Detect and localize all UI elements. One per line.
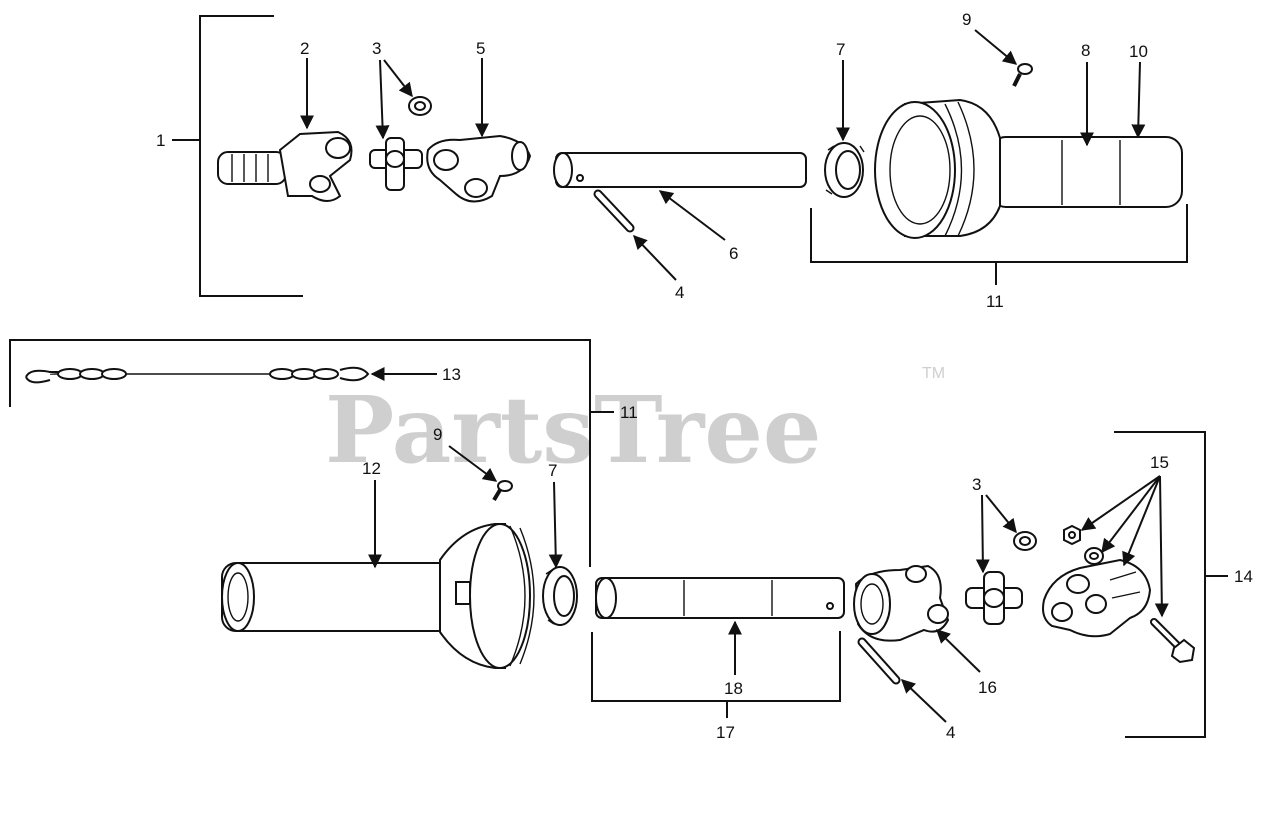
part-16-yoke bbox=[853, 564, 950, 642]
leader-4a bbox=[633, 234, 677, 281]
leader-3a-cross bbox=[375, 59, 390, 140]
part-15-nut-a bbox=[1063, 524, 1081, 546]
part-7b-bearing-ring bbox=[542, 566, 578, 626]
leader-16 bbox=[935, 629, 981, 673]
leader-3b-cross bbox=[975, 494, 990, 574]
part-7-bearing-ring bbox=[824, 142, 865, 198]
callout-14: 14 bbox=[1234, 567, 1253, 586]
part-3-ring bbox=[408, 96, 432, 116]
callout-17: 17 bbox=[716, 723, 735, 742]
part-18-outer-tube bbox=[595, 577, 845, 619]
callout-9a: 9 bbox=[962, 10, 971, 29]
callout-1: 1 bbox=[156, 131, 165, 150]
leader-9b bbox=[448, 445, 498, 482]
leader-15-bolt bbox=[1154, 475, 1169, 618]
callout-11a: 11 bbox=[986, 292, 1004, 311]
bracket-group-11b bbox=[9, 339, 591, 567]
part-15-yoke-assembly bbox=[1042, 558, 1152, 638]
callout-13: 13 bbox=[442, 365, 461, 384]
bracket-group-17 bbox=[591, 631, 841, 702]
part-2-splined-yoke bbox=[217, 130, 353, 202]
part-13-chain bbox=[25, 366, 370, 384]
part-3b-ring bbox=[1013, 531, 1037, 551]
callout-2: 2 bbox=[300, 39, 309, 58]
part-8-outer-shield bbox=[874, 98, 1183, 239]
callout-3b: 3 bbox=[972, 475, 981, 494]
leader-15-nut-a bbox=[1080, 475, 1161, 531]
callout-6: 6 bbox=[729, 244, 738, 263]
callout-16: 16 bbox=[978, 678, 997, 697]
part-9-screw bbox=[1012, 63, 1033, 87]
leader-6 bbox=[658, 190, 726, 241]
part-4b-roll-pin bbox=[857, 637, 901, 685]
callout-18: 18 bbox=[724, 679, 743, 698]
callout-8: 8 bbox=[1081, 41, 1090, 60]
watermark-trademark: TM bbox=[922, 365, 945, 382]
part-3b-cross-bearing bbox=[965, 571, 1023, 625]
leader-3b-ring bbox=[985, 494, 1017, 534]
leader-9a bbox=[974, 29, 1018, 65]
part-4-roll-pin bbox=[593, 189, 635, 233]
leader-3a-ring bbox=[383, 59, 413, 98]
part-5-yoke bbox=[426, 134, 532, 203]
watermark: PartsTree TM bbox=[325, 365, 945, 484]
bracket-group-1 bbox=[199, 15, 303, 297]
callout-5: 5 bbox=[476, 39, 485, 58]
part-12-outer-shield bbox=[221, 523, 535, 669]
callout-15: 15 bbox=[1150, 453, 1169, 472]
leader-15-nut-b bbox=[1101, 475, 1161, 554]
part-6-inner-tube bbox=[553, 152, 807, 188]
callout-3a: 3 bbox=[372, 39, 381, 58]
callout-11b: 11 bbox=[620, 403, 638, 422]
part-9b-screw bbox=[492, 480, 513, 502]
bracket-group-14 bbox=[1114, 431, 1206, 738]
part-15-bolt bbox=[1150, 618, 1196, 664]
callout-4b: 4 bbox=[946, 723, 955, 742]
leader-7b bbox=[548, 481, 563, 569]
leader-10 bbox=[1131, 61, 1146, 139]
part-3-cross-bearing bbox=[369, 137, 423, 191]
leader-4b bbox=[900, 679, 947, 723]
bracket-group-11a bbox=[810, 204, 1188, 263]
callout-10: 10 bbox=[1129, 42, 1148, 61]
callout-9b: 9 bbox=[433, 425, 442, 444]
leader-15-yoke bbox=[1122, 475, 1161, 567]
callout-7a: 7 bbox=[836, 40, 845, 59]
watermark-text: PartsTree bbox=[325, 376, 821, 484]
part-15-nut-b bbox=[1084, 547, 1104, 565]
callout-12: 12 bbox=[362, 459, 381, 478]
callout-4a: 4 bbox=[675, 283, 684, 302]
callout-7b: 7 bbox=[548, 461, 557, 480]
callout-labels: 1 2 3 5 6 4 7 9 8 10 11 13 11 9 7 12 3 1… bbox=[156, 10, 1253, 742]
